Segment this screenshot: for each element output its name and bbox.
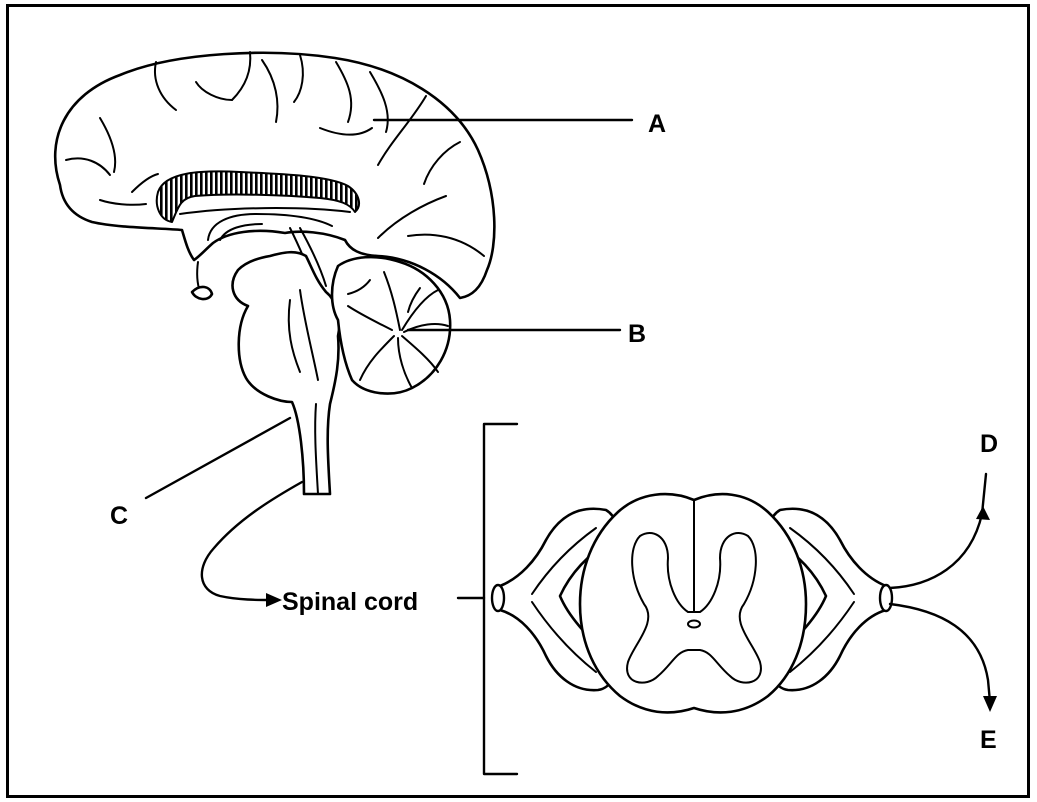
- central-canal: [688, 621, 700, 628]
- spinal-cord-cross-section: [492, 494, 892, 712]
- label-e-arrow: [890, 604, 990, 702]
- label-e: E: [980, 726, 997, 754]
- label-d-arrow: [890, 474, 986, 588]
- label-b: B: [628, 320, 646, 348]
- label-spinal-cord: Spinal cord: [282, 588, 418, 616]
- label-c: C: [110, 502, 128, 530]
- brainstem: [233, 252, 340, 494]
- left-spinal-nerve-stub: [492, 585, 504, 611]
- spinal-cord-arrow: [202, 482, 302, 600]
- label-a: A: [648, 110, 666, 138]
- label-c-leader: [146, 418, 290, 498]
- cerebellum: [332, 257, 450, 393]
- label-d: D: [980, 430, 998, 458]
